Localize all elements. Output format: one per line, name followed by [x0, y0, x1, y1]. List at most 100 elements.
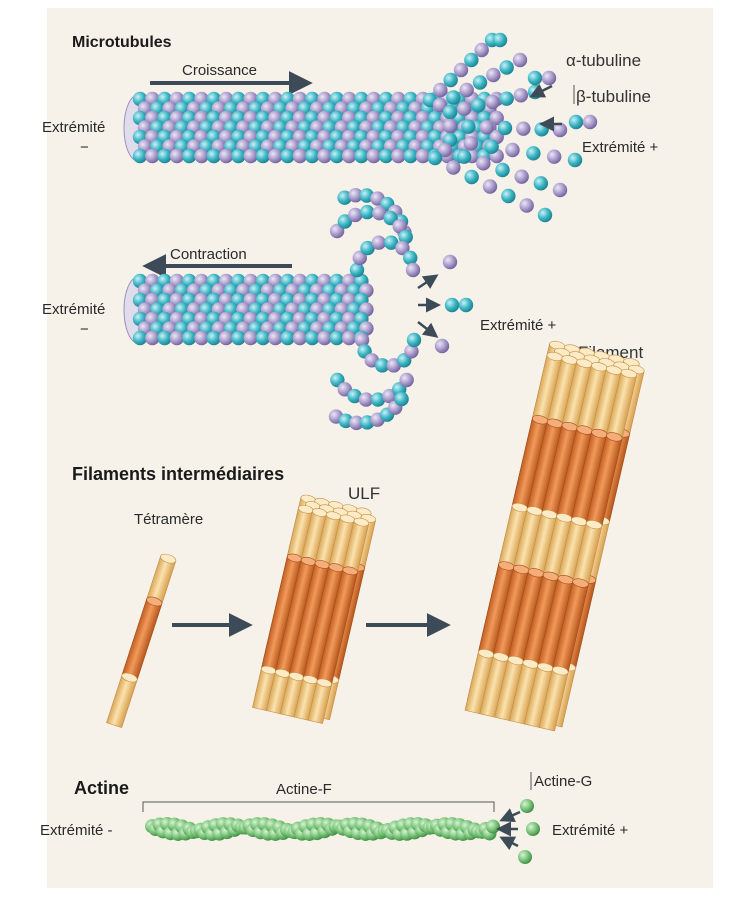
tubulin-bead [484, 139, 498, 153]
tubulin-bead [231, 149, 245, 163]
tubulin-bead [501, 189, 515, 203]
tubulin-bead [305, 331, 319, 345]
tubulin-bead [443, 105, 457, 119]
tubulin-bead [568, 153, 582, 167]
tubulin-bead [133, 149, 147, 163]
tubulin-bead [457, 101, 471, 115]
released-tubulin [445, 298, 459, 312]
tubulin-bead [293, 331, 307, 345]
free-beta-tubulin [583, 115, 597, 129]
released-tubulin [435, 339, 449, 353]
f-actin-label: Actine-F [276, 781, 332, 798]
tubulin-bead [394, 392, 408, 406]
tubulin-bead [514, 88, 528, 102]
tubulin-bead [464, 53, 478, 67]
tubulin-bead [446, 90, 460, 104]
tubulin-bead [268, 149, 282, 163]
mt1-minus-sign: − [80, 139, 89, 156]
tubulin-bead [498, 121, 512, 135]
tubulin-bead [476, 156, 490, 170]
tubulin-bead [293, 149, 307, 163]
tubulin-bead [407, 333, 421, 347]
tubulin-bead [157, 331, 171, 345]
tubulin-bead [499, 60, 513, 74]
g-actin-monomer [520, 799, 534, 813]
tubulin-bead [157, 149, 171, 163]
mt2-minus-sign: − [80, 321, 89, 338]
tubulin-bead [256, 149, 270, 163]
tubulin-bead [317, 149, 331, 163]
tubulin-bead [403, 251, 417, 265]
tubulin-bead [399, 373, 413, 387]
tubulin-bead [280, 331, 294, 345]
tubulin-bead [268, 331, 282, 345]
tubulin-bead [219, 149, 233, 163]
tubulin-bead [473, 75, 487, 89]
tubulin-bead [433, 83, 447, 97]
tubulin-bead [348, 208, 362, 222]
tubulin-bead [493, 33, 507, 47]
actin-plus-end-label: Extrémité + [552, 822, 629, 839]
tubulin-bead [526, 146, 540, 160]
tubulin-bead [367, 149, 381, 163]
tubulin-bead [479, 120, 493, 134]
tubulin-bead [207, 149, 221, 163]
tubulin-bead [516, 121, 530, 135]
tubulin-bead [406, 263, 420, 277]
tubulin-bead [459, 83, 473, 97]
tubulin-bead [464, 170, 478, 184]
tubulin-bead [145, 149, 159, 163]
ulf-label: ULF [348, 484, 380, 503]
tubulin-bead [443, 73, 457, 87]
free-alpha-tubulin [569, 115, 583, 129]
tubulin-bead [182, 149, 196, 163]
alpha-tubulin-label: α-tubuline [566, 51, 641, 70]
mt1-minus-end-label: Extrémité [42, 119, 105, 136]
tubulin-bead [499, 91, 513, 105]
mt2-minus-end-label: Extrémité [42, 301, 105, 318]
tubulin-bead [547, 149, 561, 163]
tubulin-bead [372, 236, 386, 250]
tubulin-bead [330, 331, 344, 345]
tubulin-bead [170, 149, 184, 163]
tubulin-bead [486, 68, 500, 82]
actin-minus-end-label: Extrémité - [40, 822, 113, 839]
tubulin-bead [483, 179, 497, 193]
tubulin-bead [317, 331, 331, 345]
tubulin-bead [454, 63, 468, 77]
tubulin-bead [194, 149, 208, 163]
tubulin-bead [446, 160, 460, 174]
tubulin-bead [505, 143, 519, 157]
tubulin-bead [534, 176, 548, 190]
tubulin-bead [305, 149, 319, 163]
tubulin-bead [342, 149, 356, 163]
tubulin-bead [514, 169, 528, 183]
g-actin-label: Actine-G [534, 773, 592, 790]
tubulin-bead [495, 163, 509, 177]
released-tubulin [459, 298, 473, 312]
free-beta-tubulin [542, 71, 556, 85]
tetramer-label: Tétramère [134, 511, 203, 528]
tubulin-bead [471, 98, 485, 112]
tubulin-bead [513, 53, 527, 67]
tubulin-bead [219, 331, 233, 345]
tubulin-bead [403, 149, 417, 163]
g-actin-monomer [518, 850, 532, 864]
tubulin-bead [428, 151, 442, 165]
tubulin-bead [350, 263, 364, 277]
tubulin-bead [354, 149, 368, 163]
released-tubulin [443, 255, 457, 269]
tubulin-bead [457, 149, 471, 163]
free-alpha-tubulin [528, 71, 542, 85]
tubulin-bead [244, 149, 258, 163]
tubulin-bead [538, 208, 552, 222]
tubulin-bead [170, 331, 184, 345]
tubulin-bead [485, 95, 499, 109]
beta-tubulin-label: β-tubuline [576, 87, 651, 106]
growth-label: Croissance [182, 62, 257, 79]
tubulin-bead [443, 119, 457, 133]
tubulin-bead [553, 183, 567, 197]
contraction-label: Contraction [170, 246, 247, 263]
microtubules-title: Microtubules [72, 34, 172, 51]
